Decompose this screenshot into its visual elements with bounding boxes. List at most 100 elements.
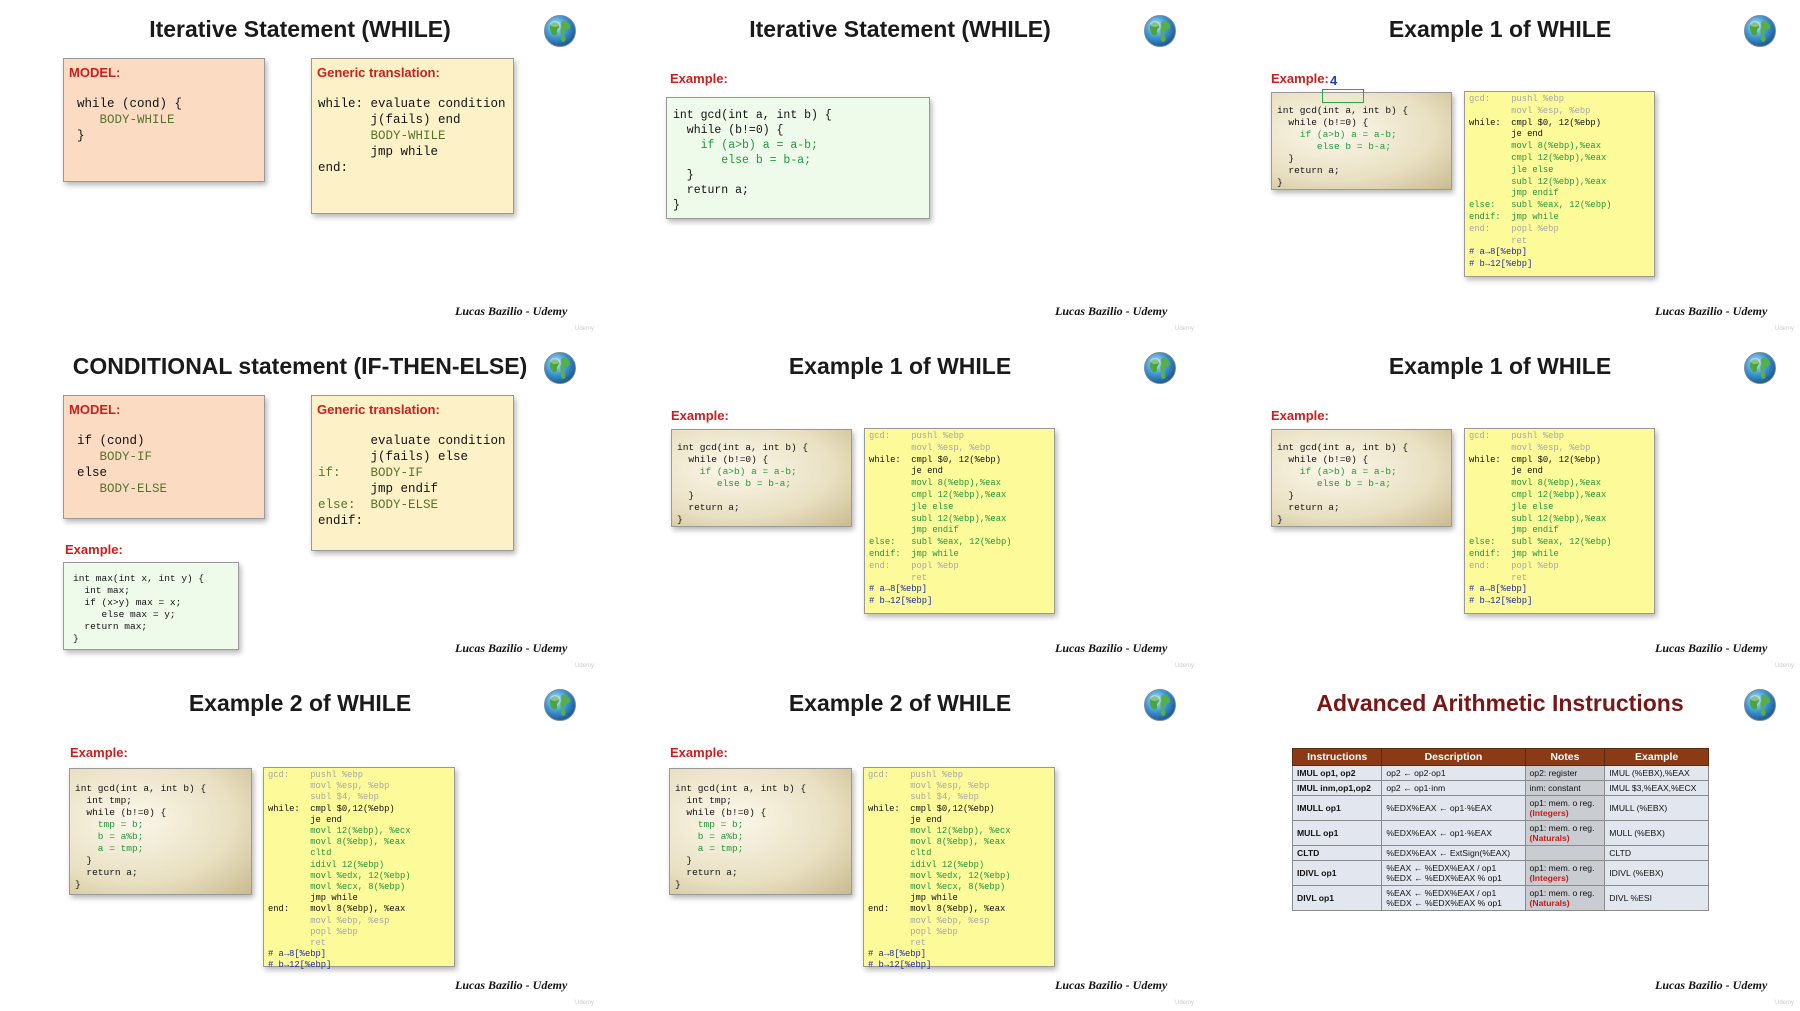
example-label: Example: xyxy=(671,408,729,423)
code-line: } xyxy=(1277,514,1283,525)
watermark: Udemy xyxy=(1775,326,1795,332)
arithmetic-table: Instructions Description Notes Example I… xyxy=(1291,748,1709,911)
c-code-box: int gcd(int a, int b) { int tmp; while (… xyxy=(69,768,252,895)
code-line: if (a>b) a = a-b; xyxy=(677,466,797,477)
code-line: subl 12(%ebp),%eax xyxy=(1469,176,1607,187)
notes-cell xyxy=(1524,845,1606,861)
code-line: else: subl %eax, 12(%ebp) xyxy=(1469,200,1612,211)
example-label: Example: xyxy=(670,71,728,86)
code-line: subl 12(%ebp),%eax xyxy=(1469,513,1607,524)
code-line: } xyxy=(675,855,693,866)
asm-code: gcd: pushl %ebp movl %esp, %ebp while: c… xyxy=(1469,431,1654,608)
slide-example1-a[interactable]: Example 1 of WHILE Example: int gcd(int … xyxy=(600,337,1200,674)
footer-credit: Lucas Bazilio - Udemy xyxy=(1055,304,1168,318)
description-cell: %EAX ← %EDX%EAX / op1%EDX ← %EDX%EAX % o… xyxy=(1381,885,1526,911)
footer-credit: Lucas Bazilio - Udemy xyxy=(1655,304,1768,318)
code-line: movl %ebp, %esp xyxy=(868,915,990,926)
code-line: movl %esp, %ebp xyxy=(1469,105,1591,116)
code-line: # b→12[%ebp] xyxy=(869,596,933,607)
slide-while-example[interactable]: Iterative Statement (WHILE) Example: int… xyxy=(600,0,1200,337)
code-box: int gcd(int a, int b) { while (b!=0) { i… xyxy=(666,97,930,219)
code-line: jmp endif xyxy=(1469,188,1559,199)
code-line: return max; xyxy=(73,621,148,632)
code-line: gcd: pushl %ebp xyxy=(1469,431,1565,441)
code-line: while: cmpl $0,12(%ebp) xyxy=(868,803,995,814)
code-line: jmp endif xyxy=(869,525,959,536)
slide-while-model[interactable]: Iterative Statement (WHILE) MODEL: while… xyxy=(0,0,600,337)
c-code: int gcd(int a, int b) { int tmp; while (… xyxy=(75,783,251,891)
code-line: ret xyxy=(868,938,927,949)
c-code-box: int gcd(int a, int b) { while (b!=0) { i… xyxy=(1271,92,1452,190)
slide-example1-annotated[interactable]: Example 1 of WHILE Example: int gcd(int … xyxy=(1200,0,1800,337)
slide-example2-a[interactable]: Example 2 of WHILE Example: int gcd(int … xyxy=(0,674,600,1011)
code-line: while (b!=0) { xyxy=(1277,117,1369,128)
code-line: if (x>y) max = x; xyxy=(73,597,182,608)
asm-box: gcd: pushl %ebp movl %esp, %ebp while: c… xyxy=(1464,428,1655,614)
code-line: movl %ecx, 8(%ebp) xyxy=(868,882,1006,893)
code-line: movl %edx, 12(%ebp) xyxy=(868,870,1011,881)
code-line: int gcd(int a, int b) { xyxy=(1277,105,1409,116)
code-line: tmp = b; xyxy=(675,819,744,830)
notes-cell: op1: mem. o reg.(Integers) xyxy=(1524,860,1606,886)
column-header: Notes xyxy=(1524,748,1606,766)
code-line: else xyxy=(77,466,108,480)
code-line: cmpl 12(%ebp),%eax xyxy=(1469,152,1607,163)
code-line: je end xyxy=(868,814,942,825)
code-line: cltd xyxy=(268,848,332,859)
notes-cell: op2: register xyxy=(1524,765,1606,781)
watermark: Udemy xyxy=(1175,326,1195,332)
code-line: BODY-WHILE xyxy=(318,129,446,143)
slide-title: CONDITIONAL statement (IF-THEN-ELSE) xyxy=(72,353,528,379)
code-line: popl %ebp xyxy=(868,926,958,937)
model-code: while (cond) { BODY-WHILE } xyxy=(77,80,264,144)
watermark: Udemy xyxy=(1775,663,1795,669)
code-line: # b→12[%ebp] xyxy=(1469,596,1533,607)
code-line: int gcd(int a, int b) { xyxy=(677,442,809,453)
note-type: (Integers) xyxy=(1529,808,1569,818)
code-line: movl 8(%ebp),%eax xyxy=(869,478,1001,489)
code-line: else b = b-a; xyxy=(673,154,812,167)
code-line: gcd: pushl %ebp xyxy=(869,431,965,441)
asm-code: gcd: pushl %ebp movl %esp, %ebp subl $4,… xyxy=(268,770,454,972)
code-line: endif: jmp while xyxy=(1469,548,1559,559)
globe-icon xyxy=(543,351,577,385)
c-code-box: int gcd(int a, int b) { int tmp; while (… xyxy=(669,768,852,895)
slide-title: Example 1 of WHILE xyxy=(1388,16,1612,42)
code-line: end: popl %ebp xyxy=(869,560,959,571)
model-label: MODEL: xyxy=(69,402,121,417)
slide-if-then-else[interactable]: CONDITIONAL statement (IF-THEN-ELSE) MOD… xyxy=(0,337,600,674)
column-header: Instructions xyxy=(1291,748,1383,766)
code-line: ret xyxy=(268,938,327,949)
code-line: } xyxy=(677,490,695,501)
watermark: Udemy xyxy=(1175,1000,1195,1006)
code-line: # b→12[%ebp] xyxy=(1469,259,1533,270)
code-line: } xyxy=(77,129,85,143)
code-line: b = a%b; xyxy=(75,831,144,842)
asm-code: gcd: pushl %ebp movl %esp, %ebp while: c… xyxy=(1469,94,1654,271)
description-cell: op2 ← op1·inm xyxy=(1381,780,1526,796)
example-box: int max(int x, int y) { int max; if (x>y… xyxy=(63,562,239,650)
code-line: while: evaluate condition xyxy=(318,97,506,111)
slide-title: Example 1 of WHILE xyxy=(1388,353,1612,379)
slide-example2-b[interactable]: Example 2 of WHILE Example: int gcd(int … xyxy=(600,674,1200,1011)
code-line: movl %esp, %ebp xyxy=(868,781,990,792)
code-line: cmpl 12(%ebp),%eax xyxy=(869,489,1007,500)
code-line: movl 8(%ebp),%eax xyxy=(1469,141,1601,152)
code-line: return a; xyxy=(677,502,740,513)
code-line: movl 12(%ebp), %ecx xyxy=(268,826,411,837)
example-cell: IMUL (%EBX),%EAX xyxy=(1604,765,1709,781)
code-line: end: movl 8(%ebp), %eax xyxy=(868,904,1006,915)
watermark: Udemy xyxy=(575,1000,595,1006)
code-line: je end xyxy=(268,814,342,825)
slide-example1-b[interactable]: Example 1 of WHILE Example: int gcd(int … xyxy=(1200,337,1800,674)
code-line: while (b!=0) { xyxy=(675,807,767,818)
slide-title: Iterative Statement (WHILE) xyxy=(149,16,451,42)
c-code: int gcd(int a, int b) { while (b!=0) { i… xyxy=(677,442,851,526)
code-line: while: cmpl $0, 12(%ebp) xyxy=(869,454,1001,465)
annotation-number: 4 xyxy=(1330,73,1338,88)
slide-advanced-arithmetic[interactable]: Advanced Arithmetic Instructions Instruc… xyxy=(1200,674,1800,1011)
model-code: if (cond) BODY-IF else BODY-ELSE xyxy=(77,417,264,497)
